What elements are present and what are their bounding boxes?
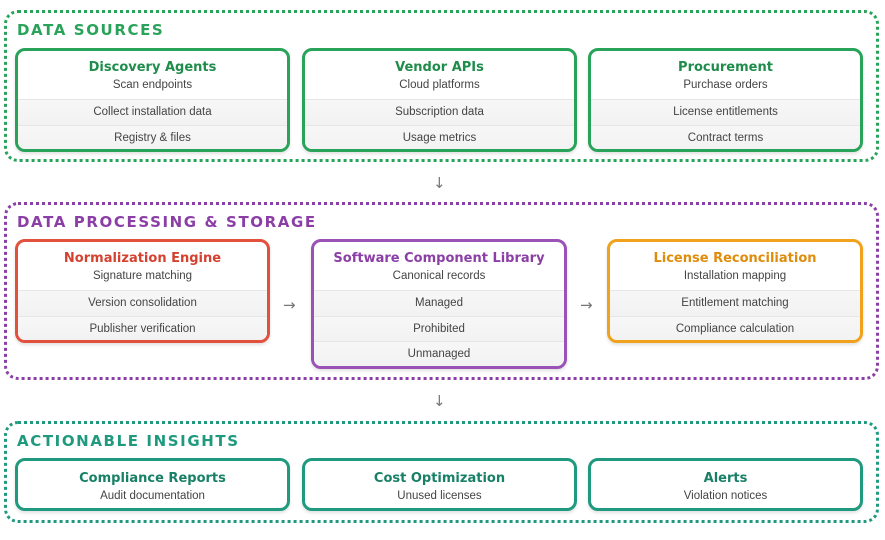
arrow-right-icon: → xyxy=(580,296,593,314)
card-row: Entitlement matching xyxy=(610,290,860,316)
card-subtitle: Installation mapping xyxy=(683,270,787,282)
section-title-data-sources: DATA SOURCES xyxy=(17,21,165,39)
card-title: Procurement xyxy=(678,60,773,75)
data-processing-section: DATA PROCESSING & STORAGE xyxy=(4,202,879,380)
card-title: Discovery Agents xyxy=(88,60,217,75)
card-title: Software Component Library xyxy=(333,251,545,266)
card-software-component-library: Software Component Library Canonical rec… xyxy=(311,239,567,369)
card-subtitle: Scan endpoints xyxy=(112,79,193,91)
card-license-reconciliation: License Reconciliation Installation mapp… xyxy=(607,239,863,343)
card-subtitle: Signature matching xyxy=(92,270,193,282)
card-subtitle: Violation notices xyxy=(683,490,768,502)
card-row: Managed xyxy=(314,290,564,316)
card-row: Prohibited xyxy=(314,315,564,341)
card-cost-optimization: Cost Optimization Unused licenses xyxy=(302,458,577,511)
card-row: Registry & files xyxy=(18,124,287,149)
section-title-data-processing: DATA PROCESSING & STORAGE xyxy=(17,213,317,231)
card-subtitle: Purchase orders xyxy=(683,79,768,91)
card-row: Compliance calculation xyxy=(610,315,860,340)
card-subtitle: Canonical records xyxy=(392,270,486,282)
arrow-down-icon: ↓ xyxy=(433,174,446,192)
card-subtitle: Unused licenses xyxy=(397,490,482,502)
card-row: Version consolidation xyxy=(18,290,267,316)
card-row: Contract terms xyxy=(591,124,860,149)
card-title: Vendor APIs xyxy=(395,60,484,75)
data-sources-section: DATA SOURCES xyxy=(4,10,879,162)
card-compliance-reports: Compliance Reports Audit documentation xyxy=(15,458,290,511)
card-subtitle: Cloud platforms xyxy=(399,79,480,91)
card-row: Unmanaged xyxy=(314,341,564,366)
card-subtitle: Audit documentation xyxy=(100,490,205,502)
card-vendor-apis: Vendor APIs Cloud platforms Subscription… xyxy=(302,48,577,152)
card-title: Compliance Reports xyxy=(79,471,226,486)
card-title: License Reconciliation xyxy=(653,251,817,266)
card-normalization-engine: Normalization Engine Signature matching … xyxy=(15,239,270,343)
card-title: Normalization Engine xyxy=(63,251,222,266)
card-title: Alerts xyxy=(703,471,748,486)
actionable-insights-section: ACTIONABLE INSIGHTS xyxy=(4,421,879,523)
card-alerts: Alerts Violation notices xyxy=(588,458,863,511)
card-procurement: Procurement Purchase orders License enti… xyxy=(588,48,863,152)
card-row: Publisher verification xyxy=(18,315,267,340)
card-row: Usage metrics xyxy=(305,124,574,149)
card-row: Subscription data xyxy=(305,99,574,125)
arrow-right-icon: → xyxy=(283,296,296,314)
card-discovery-agents: Discovery Agents Scan endpoints Collect … xyxy=(15,48,290,152)
arrow-down-icon: ↓ xyxy=(433,392,446,410)
section-title-actionable-insights: ACTIONABLE INSIGHTS xyxy=(17,432,240,450)
card-row: License entitlements xyxy=(591,99,860,125)
card-title: Cost Optimization xyxy=(373,471,506,486)
card-row: Collect installation data xyxy=(18,99,287,125)
